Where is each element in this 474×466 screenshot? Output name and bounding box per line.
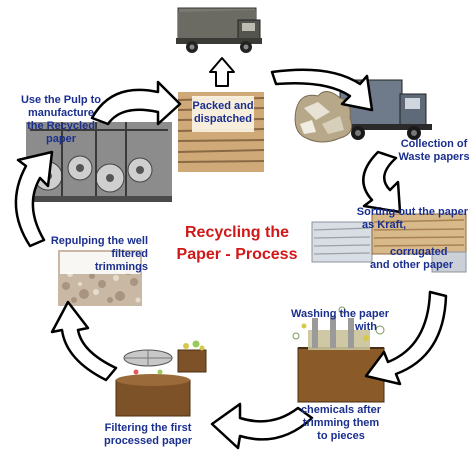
paper-stack-icon <box>311 213 467 273</box>
pulp-texture-icon <box>58 250 142 306</box>
packed-paper-bundles-icon <box>177 92 265 172</box>
label-line: Waste papers <box>398 151 470 163</box>
label-line: trimming them <box>302 417 380 429</box>
step-label-sorting: Sorting out the paper as Kraft, corrugat… <box>322 206 472 272</box>
arrow-to-washing <box>364 290 448 386</box>
washing-tank-icon <box>292 306 385 403</box>
step-label-repulping: Repulping the well filtered trimmings <box>44 235 148 274</box>
label-line: chemicals after <box>300 404 382 416</box>
label-line: Packed and <box>192 100 254 112</box>
label-line: and other paper <box>370 259 454 271</box>
label-line: corrugated <box>390 246 448 258</box>
label-line: Collection of <box>400 138 468 150</box>
label-line: to pieces <box>317 430 365 442</box>
title-line: Recycling the <box>184 224 290 241</box>
diagram-title: Recycling the Paper - Process <box>152 222 322 266</box>
label-line: dispatched <box>193 113 253 125</box>
arrow-to-filtering <box>210 402 314 450</box>
arrow-to-sorting <box>362 150 402 214</box>
step-label-packed: Packed and dispatched <box>192 100 254 126</box>
label-line: Sorting out the paper <box>356 206 468 218</box>
label-line: paper <box>46 133 76 145</box>
label-line: Repulping the well <box>50 235 148 247</box>
arrow-to-packing <box>90 80 182 126</box>
label-line: Filtering the first <box>104 422 192 434</box>
step-label-washing-bottom: chemicals after trimming them to pieces <box>290 404 392 443</box>
arrow-to-repulping <box>50 300 118 382</box>
label-line: Washing the paper <box>291 308 389 320</box>
step-label-use-pulp: Use the Pulp to manufacture the Recycled… <box>6 94 116 146</box>
step-label-collection: Collection of Waste papers <box>396 138 472 164</box>
label-line: filtered <box>111 248 148 260</box>
label-line: as Kraft, <box>362 219 407 231</box>
label-line: Use the Pulp to <box>20 94 102 106</box>
arrow-to-collection <box>270 68 374 112</box>
label-line: processed paper <box>103 435 193 447</box>
delivery-truck-icon <box>176 7 262 53</box>
step-label-washing-top: Washing the paper with <box>288 308 392 334</box>
title-line: Paper - Process <box>176 246 298 263</box>
label-line: with <box>355 321 377 333</box>
up-arrow-icon <box>209 57 235 87</box>
paper-mill-machine-icon <box>26 122 172 202</box>
arrow-to-machine <box>14 150 54 248</box>
label-line: trimmings <box>94 261 148 273</box>
label-line: the Recycled <box>27 120 95 132</box>
filter-sieve-icon <box>115 340 207 417</box>
label-line: manufacture <box>27 107 95 119</box>
cycle-arrows <box>14 68 448 450</box>
step-label-filtering: Filtering the first processed paper <box>88 422 208 448</box>
